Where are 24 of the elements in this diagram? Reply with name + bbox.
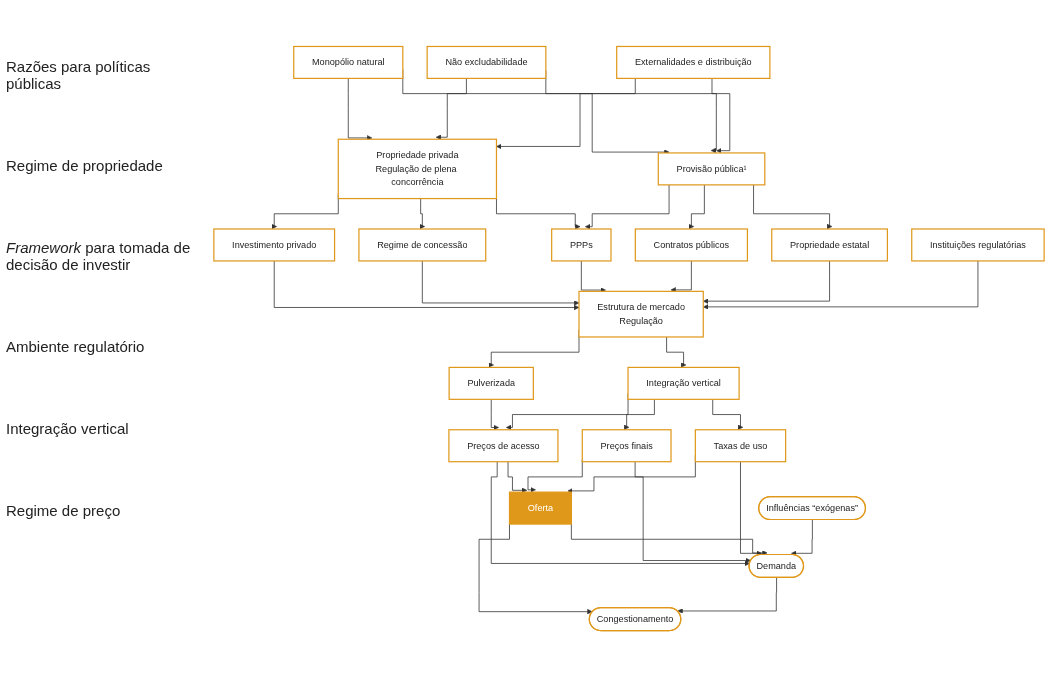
node-box: Taxas de uso bbox=[694, 429, 787, 463]
node-box: Não excludabilidade bbox=[426, 45, 547, 79]
node-box: Instituições regulatórias bbox=[911, 228, 1045, 262]
node-box: Estrutura de mercado Regulação bbox=[578, 290, 704, 338]
node-box: Externalidades e distribuição bbox=[616, 45, 771, 79]
node-box: Contratos públicos bbox=[634, 228, 749, 262]
row-label: Regime de propriedade bbox=[6, 157, 164, 175]
node-box: Oferta bbox=[508, 491, 572, 525]
node-box: PPPs bbox=[551, 228, 612, 262]
node-box: Investimento privado bbox=[213, 228, 336, 262]
node-box: Preços finais bbox=[581, 429, 672, 463]
row-label: Razões para políticas públicas bbox=[6, 58, 152, 93]
node-box: Monopólio natural bbox=[293, 45, 404, 79]
row-label: Regime de preço bbox=[6, 501, 122, 519]
node-box: Provisão pública¹ bbox=[657, 152, 766, 186]
node-box: Propriedade estatal bbox=[771, 228, 888, 262]
node-box: Pulverizada bbox=[448, 366, 534, 400]
node-box: Integração vertical bbox=[627, 366, 740, 400]
row-label: Integração vertical bbox=[6, 419, 130, 437]
row-label: Framework para tomada de decisão de investir bbox=[6, 239, 192, 274]
node-box: Regime de concessão bbox=[358, 228, 487, 262]
row-label: Ambiente regulatório bbox=[6, 337, 146, 355]
node-box: Preços de acesso bbox=[448, 429, 559, 463]
node-box: Propriedade privada Regulação de plena concorrência bbox=[337, 138, 498, 200]
